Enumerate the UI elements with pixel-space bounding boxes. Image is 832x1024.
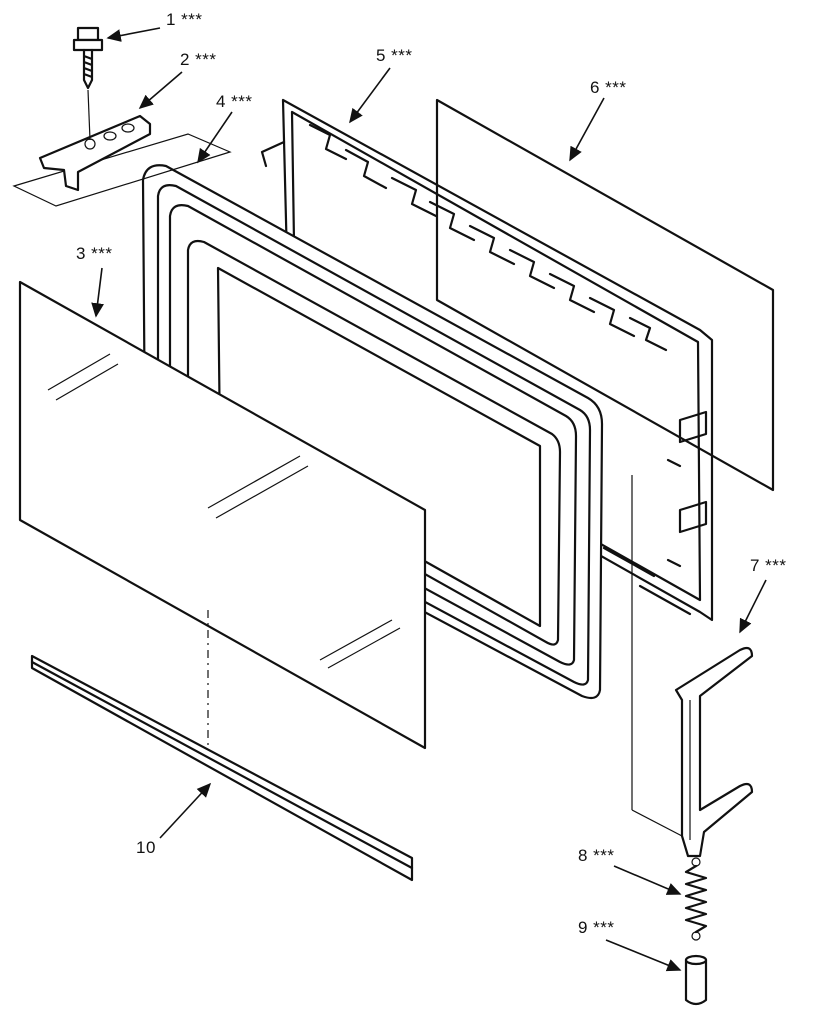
part-1-screw — [72, 26, 104, 141]
label-part-10: 10 — [136, 838, 156, 857]
part-10-trim-strip — [30, 654, 414, 882]
label-part-3: 3 *** — [76, 244, 113, 263]
label-part-1: 1 *** — [166, 10, 203, 29]
label-part-7: 7 *** — [750, 556, 787, 575]
label-part-4: 4 *** — [216, 92, 253, 111]
part-2-bracket — [12, 114, 232, 207]
part-9-sleeve — [684, 954, 708, 1006]
part-6-panel — [435, 98, 775, 492]
part-3-glass-panel — [18, 280, 427, 750]
part-8-spring — [684, 857, 708, 941]
label-part-5: 5 *** — [376, 46, 413, 65]
label-part-6: 6 *** — [590, 78, 627, 97]
label-part-9: 9 *** — [578, 918, 615, 937]
part-7-latch — [631, 475, 754, 858]
label-part-2: 2 *** — [180, 50, 217, 69]
leader-lines — [91, 27, 767, 972]
label-part-8: 8 *** — [578, 846, 615, 865]
